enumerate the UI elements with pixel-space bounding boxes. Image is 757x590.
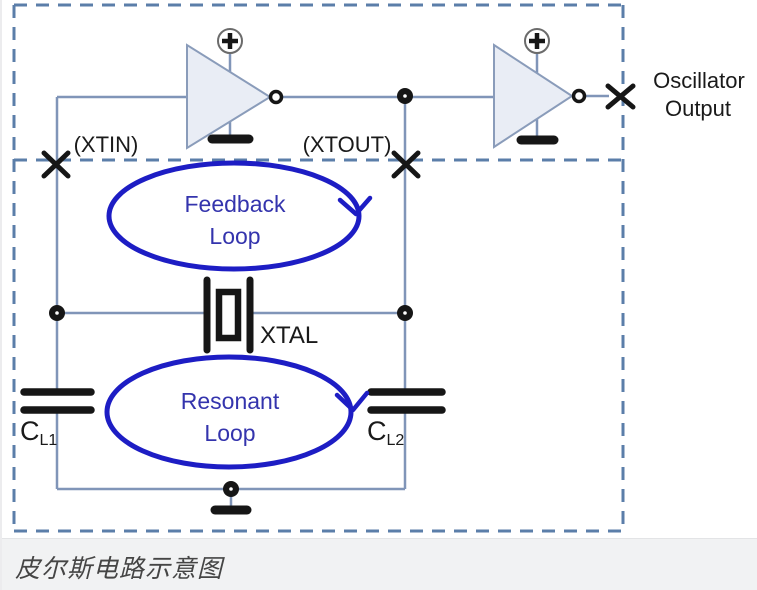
resonant-loop-label-line2: Loop xyxy=(204,420,255,446)
junction-dot xyxy=(397,88,413,104)
cl2-label-main: C xyxy=(367,416,387,446)
cl1-label-subscript: L1 xyxy=(40,432,58,449)
xtout-label: (XTOUT) xyxy=(303,132,392,157)
feedback-loop-label-line1: Feedback xyxy=(184,191,286,217)
capacitor-cl2-icon xyxy=(367,388,446,414)
crystal-icon xyxy=(203,276,254,354)
resonant-loop xyxy=(104,354,370,470)
pin-markers xyxy=(41,83,636,179)
junction-dots xyxy=(49,88,413,497)
buffer-output-bubble-icon xyxy=(571,88,587,104)
inverter-amplifier-icon xyxy=(186,43,272,150)
feedback-loop-ellipse xyxy=(106,160,362,272)
figure-caption: 皮尔斯电路示意图 xyxy=(15,555,224,583)
cl1-label-main: C xyxy=(20,416,40,446)
resonant-loop-arrowhead-icon xyxy=(334,390,370,413)
xtout-pin-x-marker xyxy=(391,150,421,179)
cl2-label-subscript: L2 xyxy=(387,432,405,449)
feedback-loop xyxy=(106,160,373,272)
inverter-amplifier xyxy=(186,28,284,150)
oscillator-output-x-marker xyxy=(605,83,636,110)
xtin-pin-x-marker xyxy=(41,150,71,179)
junction-dot xyxy=(397,305,413,321)
module-boundary-dashed xyxy=(12,3,625,533)
oscillator-output-label-line1: Oscillator xyxy=(653,68,745,93)
cl2-label: CL2 xyxy=(367,416,404,449)
junction-dot xyxy=(223,481,239,497)
feedback-loop-arrowhead-icon xyxy=(337,195,373,217)
resonant-loop-ellipse xyxy=(104,354,354,470)
xtin-label: (XTIN) xyxy=(74,132,139,157)
buffer-amplifier xyxy=(493,28,587,149)
cl1-label: CL1 xyxy=(20,416,57,449)
xtal-label: XTAL xyxy=(260,322,318,349)
wires xyxy=(55,53,609,506)
buffer-amplifier-icon xyxy=(493,43,574,149)
circuit-diagram: (XTIN) (XTOUT) Oscillator Output XTAL CL… xyxy=(12,3,745,533)
caption-strip: 皮尔斯电路示意图 xyxy=(2,538,757,590)
inverter-output-bubble-icon xyxy=(268,89,284,105)
capacitor-cl1-icon xyxy=(20,388,95,414)
resonant-loop-label-line1: Resonant xyxy=(181,388,280,414)
oscillator-output-label-line2: Output xyxy=(665,96,731,121)
power-supply-icon xyxy=(217,28,243,54)
junction-dot xyxy=(49,305,65,321)
power-supply-icon xyxy=(524,28,550,54)
feedback-loop-label-line2: Loop xyxy=(209,223,260,249)
